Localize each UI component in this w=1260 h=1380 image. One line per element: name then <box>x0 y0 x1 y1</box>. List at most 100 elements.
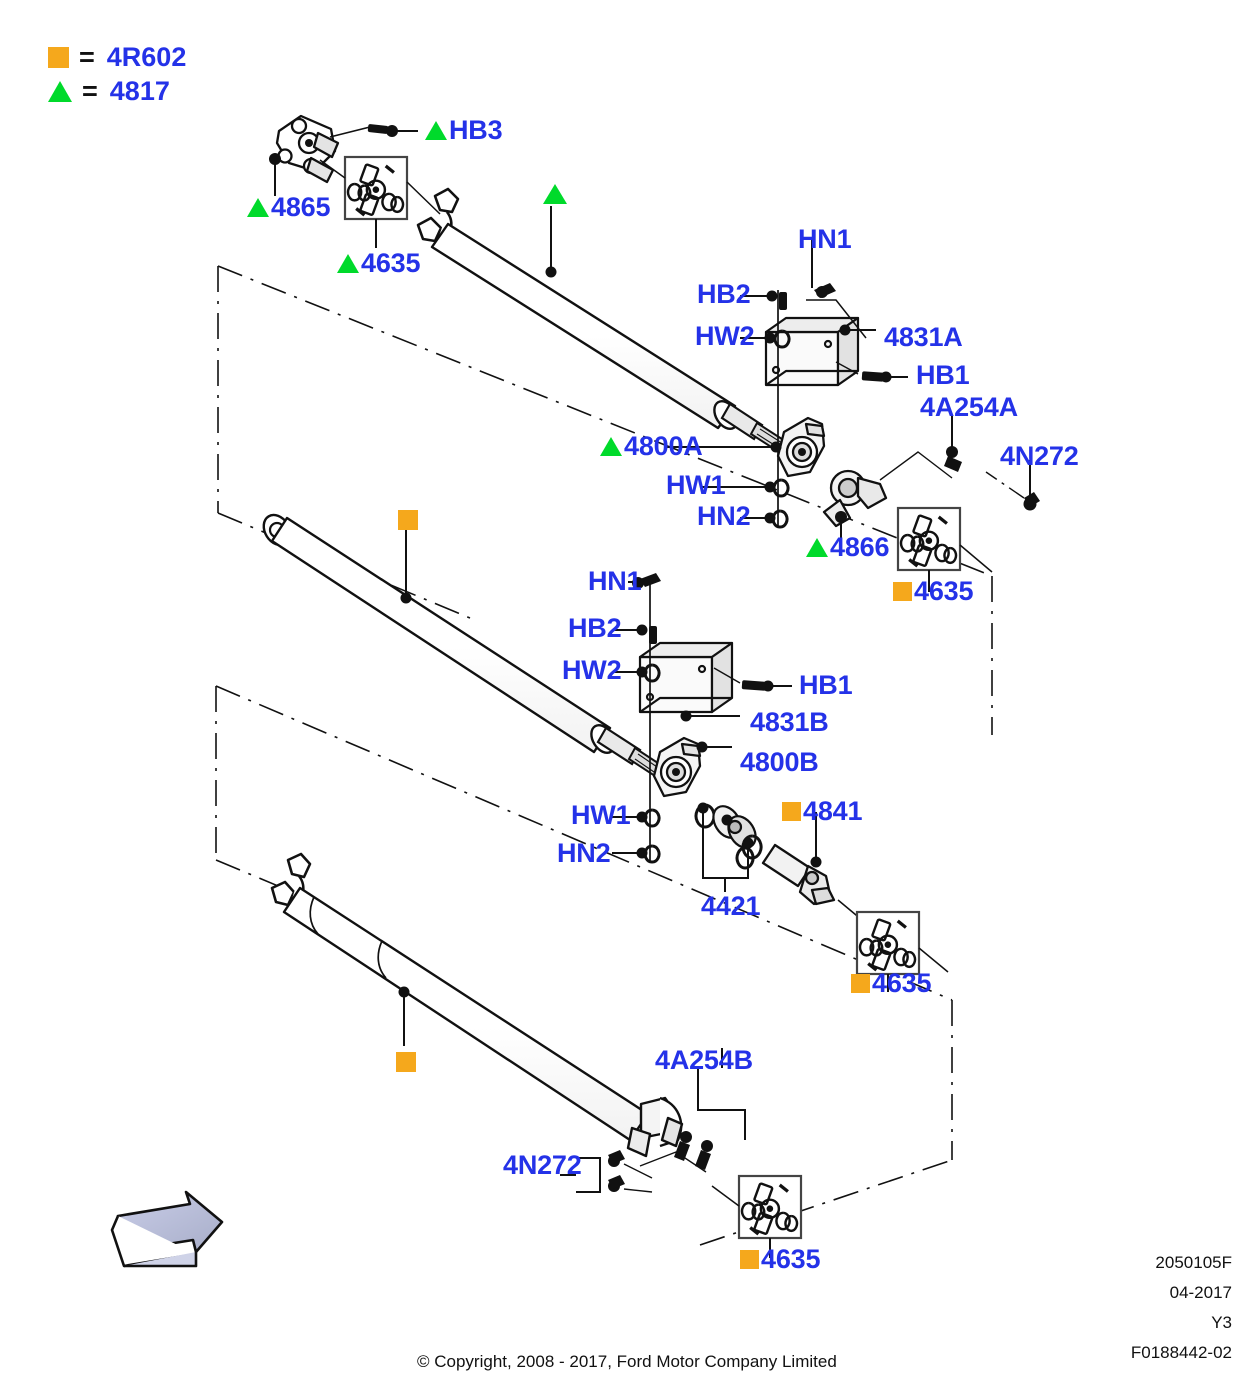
callout-4831a[interactable]: 4831A <box>884 324 963 351</box>
callout-4635-c[interactable]: 4635 <box>851 970 931 997</box>
nut-hn2-upper <box>740 509 789 529</box>
square-marker-icon <box>851 974 870 993</box>
callout-hb3[interactable]: HB3 <box>425 117 503 144</box>
document-metadata: 2050105F 04-2017 Y3 F0188442-02 <box>1131 1248 1232 1368</box>
legend-code-2: 4817 <box>109 75 170 106</box>
callout-label-text: HB1 <box>916 360 970 390</box>
callout-label-text: 4421 <box>701 891 761 921</box>
callout-hw1-b[interactable]: HW1 <box>571 802 631 829</box>
nut-hn1-upper <box>806 240 867 339</box>
callout-label-text: HN1 <box>798 224 852 254</box>
callout-label-text: HB1 <box>799 670 853 700</box>
callout-hn2-a[interactable]: HN2 <box>697 501 751 531</box>
ujoint-kit-box-upper-right <box>896 506 993 592</box>
bolt-hb1-upper <box>835 361 908 383</box>
drawing-number: 2050105F <box>1155 1253 1232 1272</box>
callout-label-text: 4635 <box>914 576 974 606</box>
callout-label-text: HN2 <box>697 501 751 531</box>
callout-label-text: 4831A <box>884 322 963 352</box>
callout-label-text: 4800A <box>624 431 703 461</box>
callout-4n272-a[interactable]: 4N272 <box>1000 443 1079 470</box>
callout-label-text: 4635 <box>761 1244 821 1274</box>
front-flange-4865 <box>275 114 340 184</box>
ujoint-kit-box-bottom <box>711 1174 803 1258</box>
callout-hw2-a[interactable]: HW2 <box>695 321 755 351</box>
callout-4635-a[interactable]: 4635 <box>337 250 420 277</box>
callout-4866[interactable]: 4866 <box>806 534 889 561</box>
callout-hw2-b[interactable]: HW2 <box>562 655 622 685</box>
triangle-marker-icon <box>425 121 447 140</box>
nut-hn2-lower <box>612 844 661 864</box>
callout-hw1-a[interactable]: HW1 <box>666 470 726 500</box>
callout-4800a[interactable]: 4800A <box>600 433 703 460</box>
clips-4a254b <box>639 1048 746 1173</box>
callout-label-text: 4831B <box>750 707 829 737</box>
callout-hn2-b[interactable]: HN2 <box>557 838 611 868</box>
bolt-hb3 <box>329 124 418 138</box>
pins-4n272-lower <box>560 1150 653 1193</box>
callout-4831b[interactable]: 4831B <box>750 709 829 736</box>
callout-4n272-b[interactable]: 4N272 <box>503 1152 582 1179</box>
driveshaft-rear-assembly <box>270 852 684 1158</box>
driveshaft-front-assembly <box>416 187 787 454</box>
callout-hb2-a[interactable]: HB2 <box>697 281 751 308</box>
callout-label-text: 4635 <box>361 248 421 278</box>
callout-hb2-b[interactable]: HB2 <box>568 613 622 643</box>
callout-4635-b[interactable]: 4635 <box>893 578 973 605</box>
callout-hn1-a[interactable]: HN1 <box>798 224 852 254</box>
clip-4a254a <box>879 414 962 481</box>
callout-4635-d[interactable]: 4635 <box>740 1246 820 1273</box>
callout-4a254a[interactable]: 4A254A <box>920 394 1018 421</box>
centre-bearing-4800a <box>776 416 826 478</box>
centre-bearing-bracket-4831b <box>638 641 734 714</box>
ujoint-kit-box-top <box>319 155 441 248</box>
square-marker-icon <box>782 802 801 821</box>
triangle-marker-icon <box>48 80 72 102</box>
legend-equals-2: = <box>82 75 98 106</box>
callout-4841[interactable]: 4841 <box>782 798 862 825</box>
nut-hn1-lower <box>628 573 661 589</box>
direction-arrow-icon <box>110 1190 224 1268</box>
callout-label-text: 4841 <box>803 796 863 826</box>
triangle-marker-icon <box>247 198 269 217</box>
washer-hw1-lower <box>612 808 661 828</box>
callout-hb1-a[interactable]: HB1 <box>916 360 970 390</box>
slip-yoke-4841 <box>761 843 836 906</box>
callout-hb1-b[interactable]: HB1 <box>799 670 853 700</box>
square-marker-icon <box>893 582 912 601</box>
legend-equals-1: = <box>79 41 95 72</box>
callout-label-text: HW2 <box>695 321 755 351</box>
callout-label-text: 4865 <box>271 192 331 222</box>
copyright-notice: © Copyright, 2008 - 2017, Ford Motor Com… <box>417 1352 837 1371</box>
callout-label-text: 4A254A <box>920 392 1018 422</box>
callout-4865[interactable]: 4865 <box>247 194 330 221</box>
centre-bearing-4800b <box>652 736 702 798</box>
flange-yoke-4866 <box>822 469 888 528</box>
shaft-middle-marker <box>398 510 418 530</box>
callout-label-text: HN2 <box>557 838 611 868</box>
callout-4800b[interactable]: 4800B <box>740 749 819 776</box>
shaft-bottom-marker <box>396 1052 416 1072</box>
triangle-marker-icon <box>806 538 828 557</box>
callout-label-text: 4635 <box>872 968 932 998</box>
legend-row-square: = 4R602 <box>48 40 186 74</box>
callout-label-text: 4800B <box>740 747 819 777</box>
legend-code-1: 4R602 <box>106 41 187 72</box>
washer-hw2-upper <box>740 329 791 349</box>
callout-hn1-b[interactable]: HN1 <box>588 568 642 595</box>
pin-4n272-upper <box>985 460 1040 511</box>
callout-label-text: 4N272 <box>1000 441 1079 471</box>
washer-hw1-upper <box>700 478 790 498</box>
square-marker-icon <box>740 1250 759 1269</box>
callout-label-text: HW2 <box>562 655 622 685</box>
legend-row-triangle: = 4817 <box>48 74 186 108</box>
callout-label-text: 4N272 <box>503 1150 582 1180</box>
legend: = 4R602 = 4817 <box>48 40 186 108</box>
callout-label-text: HB2 <box>568 613 622 643</box>
ujoint-kit-box-mid-right <box>855 910 949 992</box>
callout-label-text: HW1 <box>666 470 726 500</box>
callout-4421[interactable]: 4421 <box>701 893 760 920</box>
callout-4a254b[interactable]: 4A254B <box>655 1047 753 1074</box>
triangle-marker-icon <box>337 254 359 273</box>
